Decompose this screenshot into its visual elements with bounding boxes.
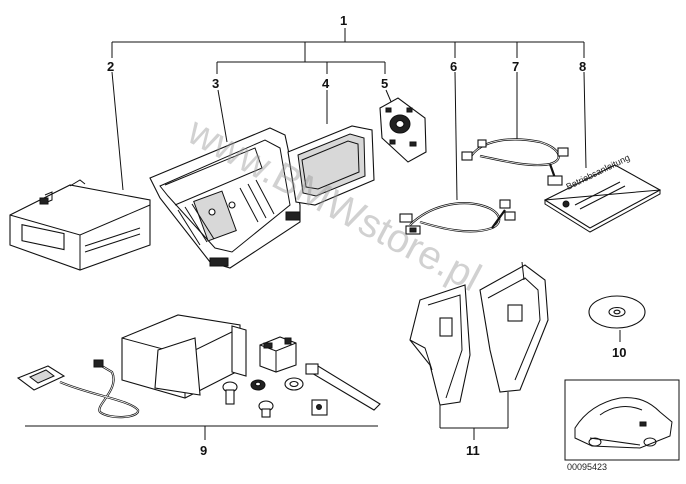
callout-9: 9 [200, 443, 207, 458]
callout-8: 8 [579, 59, 586, 74]
callout-6: 6 [450, 59, 457, 74]
callout-5: 5 [381, 76, 388, 91]
onboard-monitor [287, 125, 375, 206]
leader-lines [25, 28, 621, 440]
callout-10: 10 [612, 345, 626, 360]
owners-manual: Betriebsanleitung [543, 152, 662, 233]
vehicle-thumbnail [564, 379, 680, 461]
display-frame [149, 127, 301, 269]
remote-control [379, 97, 427, 163]
cable-harness-6 [399, 199, 516, 235]
navigation-computer [9, 179, 151, 271]
cable-tie [305, 363, 381, 411]
navigation-cd [588, 295, 646, 329]
callout-4: 4 [322, 76, 330, 91]
callout-2: 2 [107, 59, 114, 74]
relay [259, 336, 297, 373]
reference-number: 00095423 [567, 462, 607, 472]
cable-harness-7 [461, 138, 569, 186]
installation-frame [121, 314, 247, 399]
callout-3: 3 [212, 76, 219, 91]
gps-antenna [16, 359, 140, 419]
callout-11: 11 [466, 443, 480, 458]
callout-7: 7 [512, 59, 519, 74]
fasteners [222, 377, 328, 418]
callout-1: 1 [340, 13, 347, 28]
mounting-brackets [409, 261, 549, 406]
